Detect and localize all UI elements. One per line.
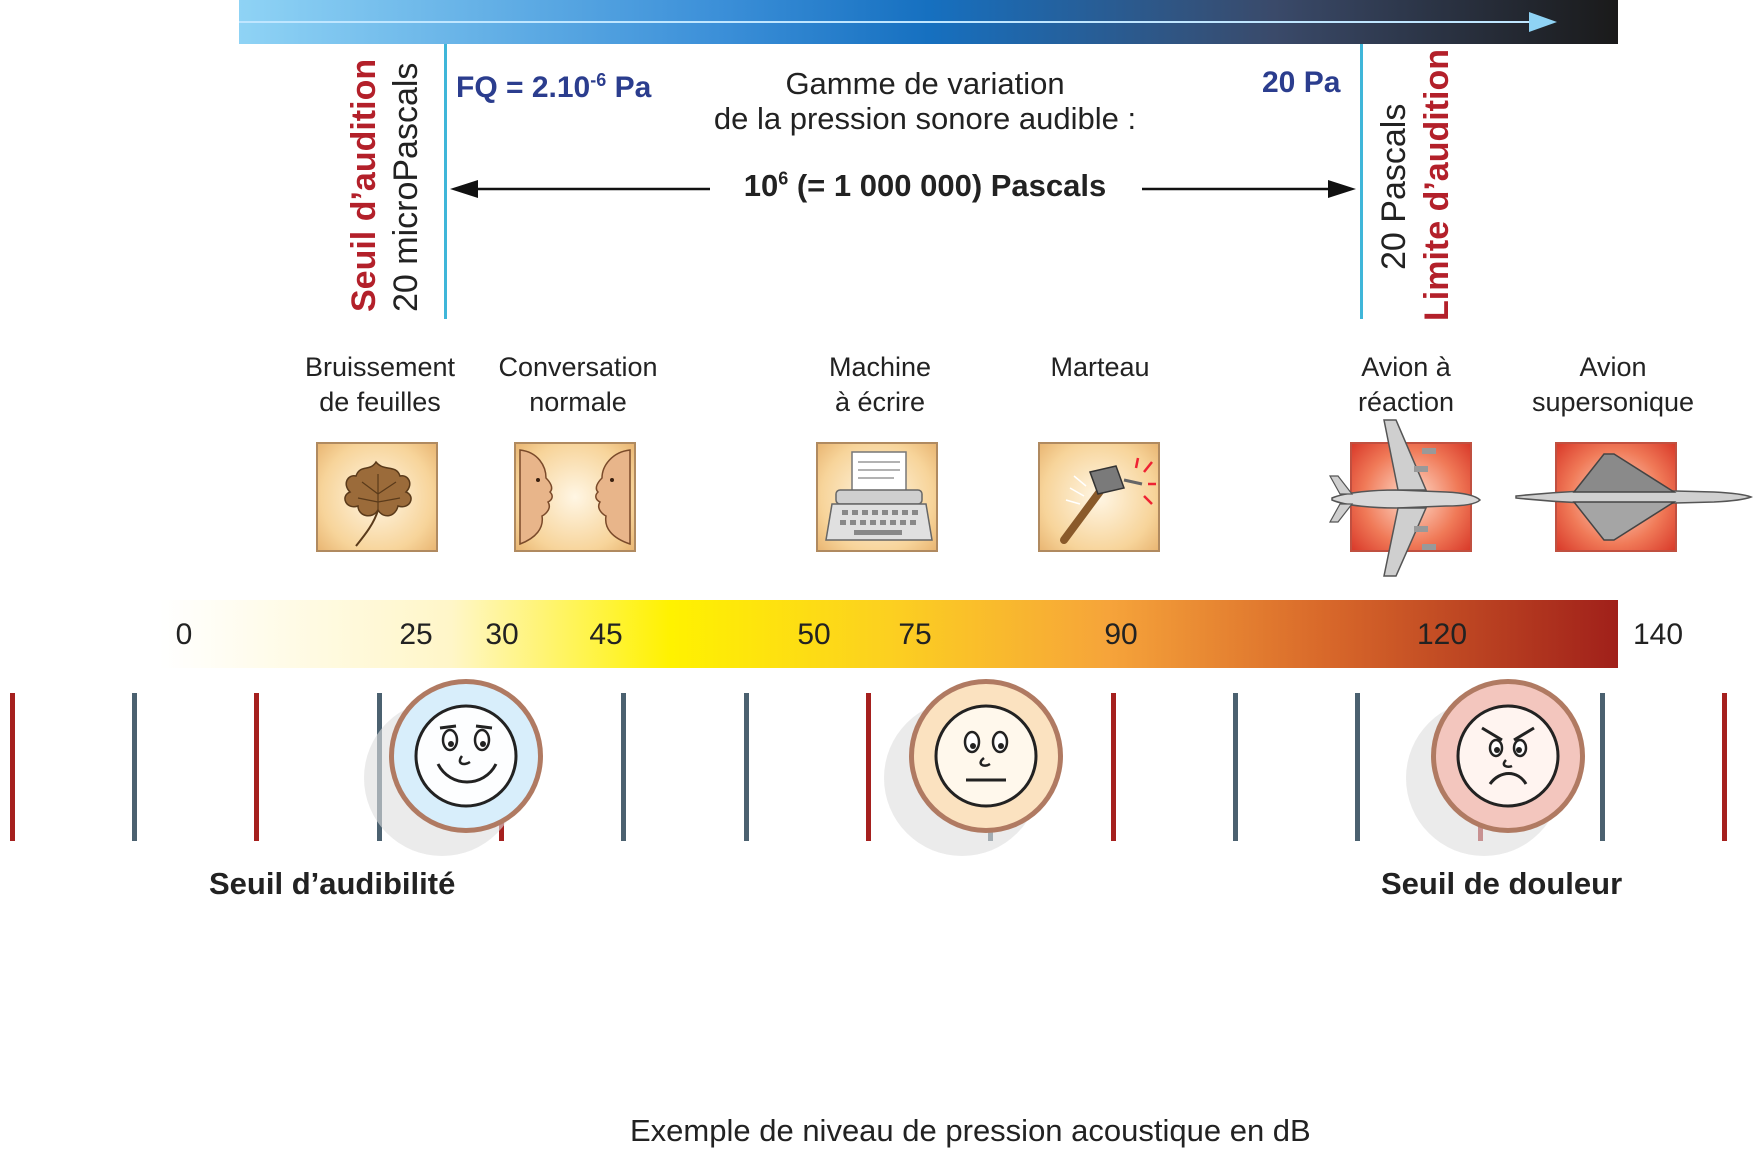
- db-label-50: 50: [797, 618, 831, 651]
- hearing-threshold-value: 20 microPascals: [387, 62, 425, 312]
- range-title: Gamme de variation de la pression sonore…: [640, 66, 1210, 136]
- scale-tick: [1111, 693, 1116, 841]
- db-label-140: 140: [1632, 618, 1684, 651]
- hammer-icon: [1038, 442, 1160, 552]
- scale-tick: [1355, 693, 1360, 841]
- hearing-limit-title: Limite d’audition: [1418, 49, 1456, 321]
- scale-tick: [621, 693, 626, 841]
- audibility-threshold-label: Seuil d’audibilité: [209, 866, 456, 901]
- scale-tick: [10, 693, 15, 841]
- db-label-0: 0: [175, 618, 193, 651]
- fq-pressure-label: FQ = 2.10-6 Pa: [456, 70, 652, 104]
- pressure-arrow-icon: [239, 12, 1557, 32]
- db-scale-bar: [160, 600, 1618, 668]
- db-label-75: 75: [898, 618, 932, 651]
- leaf-icon: [316, 442, 438, 552]
- happy-face-icon: [364, 679, 543, 856]
- db-label-120: 120: [1416, 618, 1468, 651]
- left-marker-line: [444, 44, 447, 319]
- scale-tick: [254, 693, 259, 841]
- pain-threshold-label: Seuil de douleur: [1381, 866, 1623, 901]
- scale-tick: [1722, 693, 1727, 841]
- neutral-face-icon: [884, 679, 1063, 856]
- db-label-25: 25: [399, 618, 433, 651]
- source-label-hammer: Marteau: [1050, 352, 1150, 382]
- range-value: 106 (= 1 000 000) Pascals: [743, 168, 1107, 203]
- faces-icon: [514, 442, 636, 552]
- range-double-arrow-icon: [450, 180, 1356, 198]
- hearing-threshold-title: Seuil d’audition: [345, 58, 383, 312]
- db-label-30: 30: [485, 618, 519, 651]
- scale-tick: [866, 693, 871, 841]
- scale-tick: [132, 693, 137, 841]
- supersonic-plane-icon: [1515, 453, 1753, 541]
- figure-caption: Exemple de niveau de pression acoustique…: [630, 1113, 1311, 1148]
- range-title-line2: de la pression sonore audible :: [713, 101, 1137, 136]
- db-label-90: 90: [1104, 618, 1138, 651]
- jet-plane-icon: [1328, 419, 1482, 577]
- scale-tick: [744, 693, 749, 841]
- scale-tick: [1600, 693, 1605, 841]
- hearing-limit-value: 20 Pascals: [1375, 103, 1413, 270]
- range-title-line1: Gamme de variation: [785, 66, 1065, 101]
- scale-tick: [1233, 693, 1238, 841]
- db-label-45: 45: [589, 618, 623, 651]
- right-marker-line: [1360, 44, 1363, 319]
- angry-face-icon: [1406, 679, 1585, 856]
- typewriter-icon: [816, 442, 938, 552]
- max-pressure-label: 20 Pa: [1262, 66, 1341, 99]
